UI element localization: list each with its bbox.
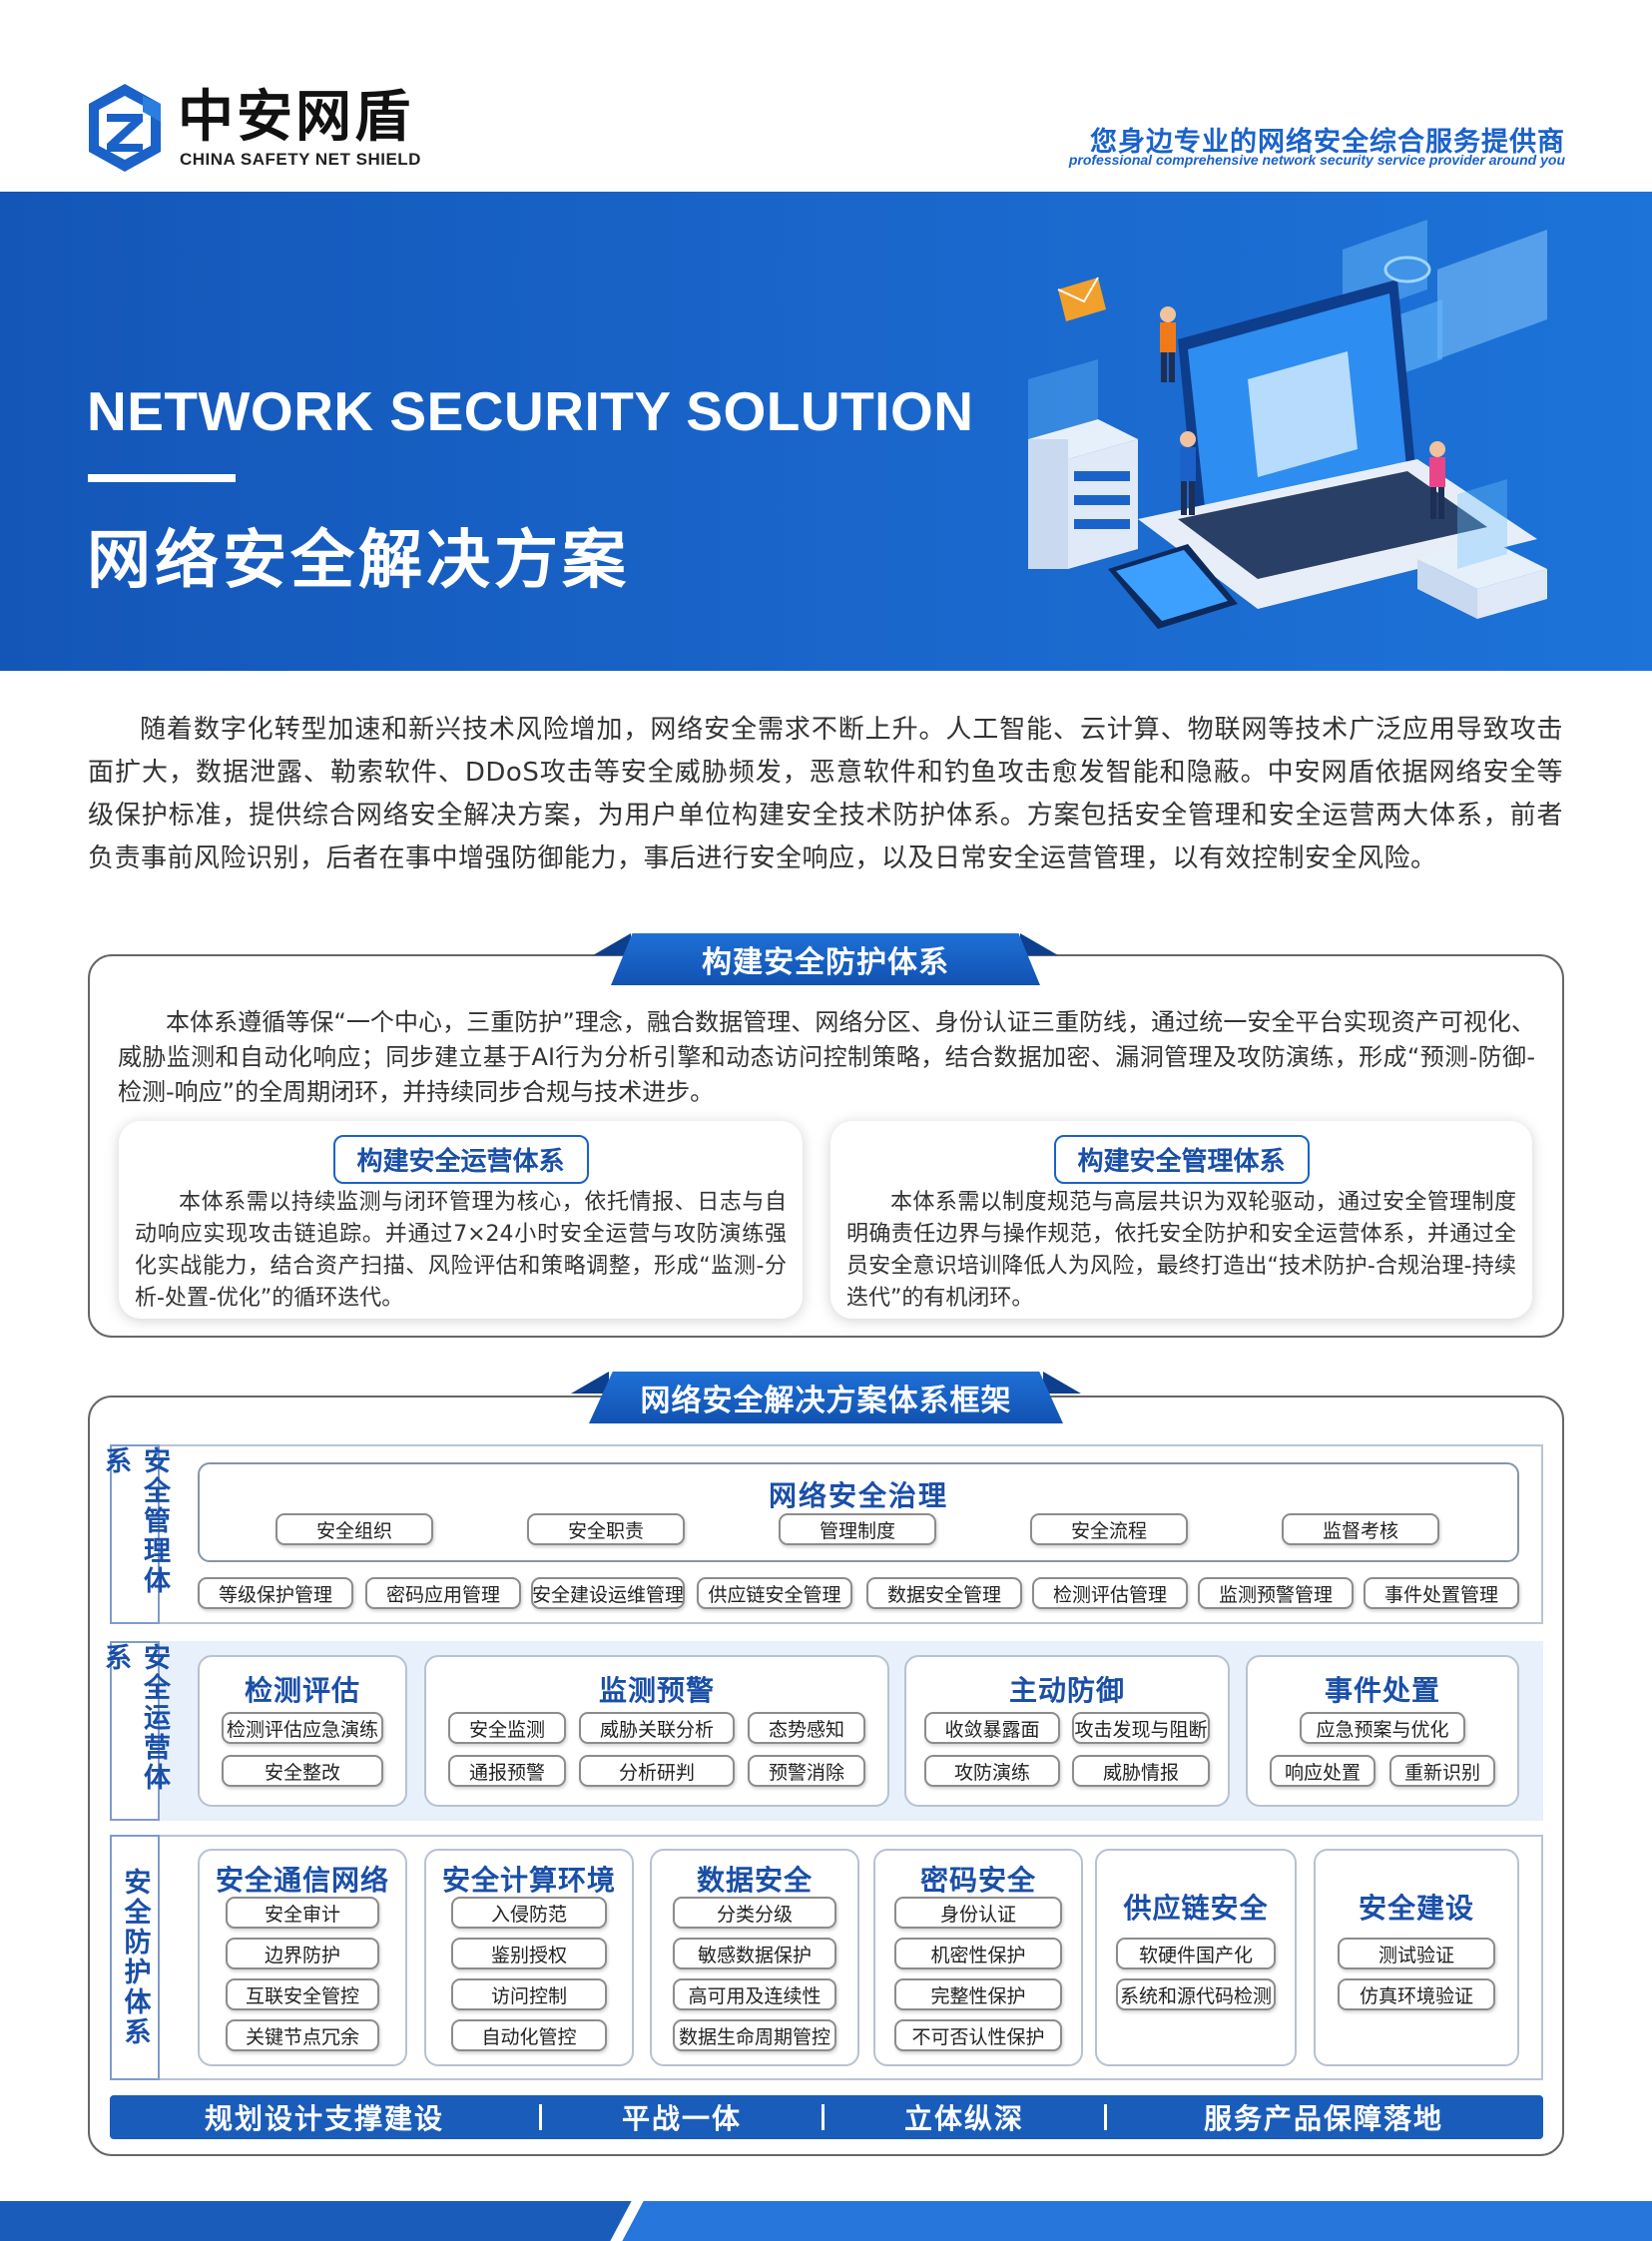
management-item: 安全建设运维管理: [531, 1577, 685, 1609]
hero-banner: NETWORK SECURITY SOLUTION 网络安全解决方案: [0, 192, 1652, 671]
bottom-bar-separator: [539, 2104, 542, 2130]
operation-item: 威胁情报: [1072, 1755, 1210, 1787]
operation-item: 应急预案与优化: [1300, 1712, 1465, 1744]
banner-title-en: NETWORK SECURITY SOLUTION: [87, 380, 974, 442]
panel-title: 安全建设: [1358, 1892, 1474, 1925]
operation-item: 安全监测: [448, 1712, 566, 1744]
operation-item: 态势感知: [748, 1712, 865, 1744]
brand-name-en: CHINA SAFETY NET SHIELD: [180, 150, 421, 169]
management-item: 数据安全管理: [866, 1577, 1022, 1609]
operation-item: 响应处置: [1270, 1755, 1376, 1787]
governance-box: 网络安全治理: [198, 1462, 1519, 1562]
panel-title: 安全通信网络: [215, 1864, 389, 1897]
operation-item: 检测评估应急演练: [222, 1712, 383, 1744]
protection-system-text: 本体系遵循等保“一个中心，三重防护”理念，融合数据管理、网络分区、身份认证三重防…: [118, 1008, 1535, 1106]
management-item: 检测评估管理: [1032, 1577, 1188, 1609]
panel-title: 检测评估: [244, 1674, 360, 1707]
operation-system-card-title: 构建安全运营体系: [332, 1135, 589, 1184]
management-item: 事件处置管理: [1364, 1577, 1519, 1609]
protection-item: 自动化管控: [451, 2019, 607, 2051]
management-system-card-title: 构建安全管理体系: [1053, 1135, 1310, 1184]
governance-item: 管理制度: [779, 1513, 936, 1545]
operation-item: 预警消除: [748, 1755, 865, 1787]
governance-item: 安全职责: [527, 1513, 685, 1545]
protection-item: 互联安全管控: [226, 1978, 379, 2010]
shield-logo-icon: [89, 84, 161, 172]
page-header: 中安网盾 CHINA SAFETY NET SHIELD 您身边专业的网络安全综…: [0, 0, 1652, 192]
protection-item: 鉴别授权: [451, 1938, 607, 1969]
protection-item: 机密性保护: [894, 1938, 1062, 1969]
protection-item: 入侵防范: [451, 1897, 607, 1929]
protection-item: 高可用及连续性: [673, 1978, 836, 2010]
protection-item: 分类分级: [673, 1897, 836, 1929]
banner-divider: [88, 474, 236, 482]
management-item: 监测预警管理: [1198, 1577, 1354, 1609]
management-item: 密码应用管理: [365, 1577, 521, 1609]
panel-title: 数据安全: [696, 1864, 813, 1897]
panel-title: 密码安全: [919, 1864, 1036, 1897]
governance-item: 安全流程: [1030, 1513, 1188, 1545]
management-system-card: 构建安全管理体系 本体系需以制度规范与高层共识为双轮驱动，通过安全管理制度明确责…: [830, 1121, 1532, 1319]
bottom-bar-item: 平战一体: [621, 2102, 742, 2135]
bottom-bar-item: 服务产品保障落地: [1203, 2102, 1443, 2135]
operation-item: 分析研判: [579, 1755, 735, 1787]
network-illustration-icon: [1028, 220, 1547, 629]
operation-system-card-text: 本体系需以持续监测与闭环管理为核心，依托情报、日志与自动响应实现攻击链追踪。并通…: [135, 1190, 787, 1311]
operation-item: 通报预警: [448, 1755, 566, 1787]
section-title-protection: 构建安全防护体系: [593, 933, 1058, 985]
section-title-framework-label: 网络安全解决方案体系框架: [640, 1384, 1012, 1418]
operation-item: 威胁关联分析: [579, 1712, 735, 1744]
operation-item: 攻击发现与阻断: [1072, 1712, 1210, 1744]
footer-stripe: [0, 2201, 1652, 2241]
operation-system-card: 构建安全运营体系 本体系需以持续监测与闭环管理为核心，依托情报、日志与自动响应实…: [119, 1121, 803, 1319]
protection-item: 边界防护: [226, 1938, 379, 1969]
protection-item: 软硬件国产化: [1116, 1938, 1276, 1969]
protection-item: 仿真环境验证: [1338, 1978, 1495, 2010]
framework-bottom-bar: 规划设计支撑建设 平战一体 立体纵深 服务产品保障落地: [110, 2095, 1543, 2139]
bottom-bar-item: 规划设计支撑建设: [204, 2102, 444, 2135]
protection-item: 测试验证: [1338, 1938, 1495, 1969]
panel-title: 供应链安全: [1123, 1892, 1269, 1925]
governance-item: 安全组织: [275, 1513, 433, 1545]
panel-title: 安全计算环境: [441, 1864, 616, 1897]
operation-system-label: 安全运营体系: [100, 1641, 170, 1821]
protection-item: 数据生命周期管控: [673, 2019, 836, 2051]
banner-title-cn: 网络安全解决方案: [87, 524, 630, 598]
bottom-bar-item: 立体纵深: [903, 2102, 1024, 2135]
operation-item: 收敛暴露面: [924, 1712, 1060, 1744]
panel-title: 监测预警: [598, 1674, 715, 1707]
operation-item: 攻防演练: [924, 1755, 1060, 1787]
protection-item: 敏感数据保护: [673, 1938, 836, 1969]
protection-item: 访问控制: [451, 1978, 607, 2010]
governance-item: 监督考核: [1282, 1513, 1439, 1545]
protection-item: 系统和源代码检测: [1116, 1978, 1276, 2010]
protection-item: 安全审计: [226, 1897, 379, 1929]
protection-item: 不可否认性保护: [894, 2019, 1062, 2051]
slogan-cn: 您身边专业的网络安全综合服务提供商: [1090, 127, 1565, 158]
management-system-card-text: 本体系需以制度规范与高层共识为双轮驱动，通过安全管理制度明确责任边界与操作规范，…: [846, 1190, 1516, 1311]
panel-title: 主动防御: [1008, 1674, 1125, 1707]
brand-name-cn: 中安网盾: [178, 85, 413, 150]
bottom-bar-separator: [822, 2104, 825, 2130]
protection-item: 关键节点冗余: [226, 2019, 379, 2051]
protection-item: 完整性保护: [894, 1978, 1062, 2010]
management-item: 供应链安全管理: [697, 1577, 852, 1609]
operation-item: 安全整改: [222, 1755, 383, 1787]
section-title-framework: 网络安全解决方案体系框架: [571, 1372, 1081, 1423]
intro-paragraph: 随着数字化转型加速和新兴技术风险增加，网络安全需求不断上升。人工智能、云计算、物…: [88, 715, 1563, 873]
bottom-bar-separator: [1104, 2104, 1107, 2130]
management-item: 等级保护管理: [198, 1577, 353, 1609]
operation-item: 重新识别: [1389, 1755, 1495, 1787]
protection-item: 身份认证: [894, 1897, 1062, 1929]
governance-title: 网络安全治理: [768, 1479, 948, 1512]
protection-system-label: 安全防护体系: [110, 1835, 160, 2080]
management-system-label: 安全管理体系: [100, 1444, 170, 1624]
panel-title: 事件处置: [1324, 1674, 1440, 1707]
section-title-protection-label: 构建安全防护体系: [702, 945, 949, 980]
slogan-en: professional comprehensive network secur…: [1068, 152, 1565, 168]
